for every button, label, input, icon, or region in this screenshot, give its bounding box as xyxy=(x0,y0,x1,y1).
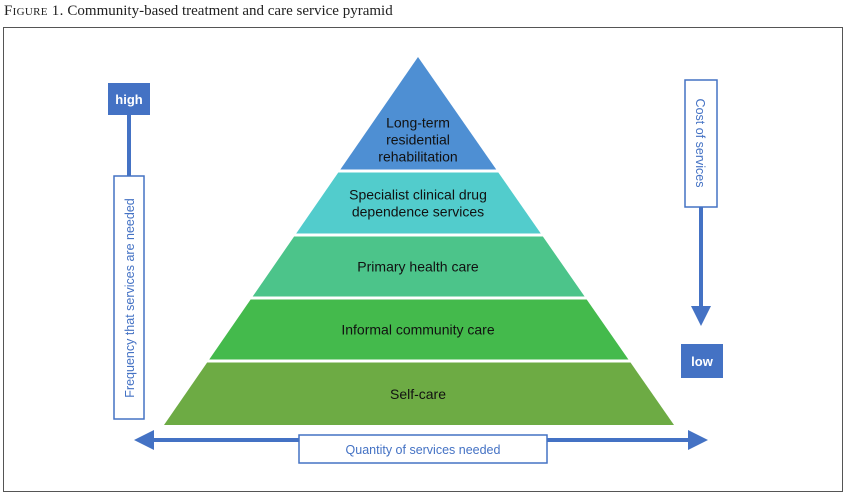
cost-label: Cost of services xyxy=(693,99,707,188)
high-label-box xyxy=(108,83,150,115)
pyramid-level-1 xyxy=(340,57,497,170)
pyramid-level-5-label: Self-care xyxy=(390,386,446,402)
quantity-label-box xyxy=(298,434,548,464)
quantity-label: Quantity of services needed xyxy=(346,443,501,457)
low-label: low xyxy=(691,354,714,369)
figure-title: Community-based treatment and care servi… xyxy=(67,3,393,19)
figure-caption: Figure 1. Community-based treatment and … xyxy=(4,3,393,20)
low-label-box xyxy=(681,344,723,378)
figure-frame xyxy=(3,27,843,492)
figure-number: Figure 1. xyxy=(4,3,64,19)
frequency-label: Frequency that services are needed xyxy=(123,198,137,397)
pyramid-level-4-label: Informal community care xyxy=(341,322,494,338)
pyramid-level-4 xyxy=(209,299,629,360)
pyramid-level-5 xyxy=(164,362,674,425)
pyramid-level-3-label: Primary health care xyxy=(357,259,479,275)
pyramid-level-3 xyxy=(252,236,585,297)
frequency-label-box xyxy=(113,175,145,420)
pyramid-level-2 xyxy=(296,172,541,234)
high-label: high xyxy=(115,92,142,107)
